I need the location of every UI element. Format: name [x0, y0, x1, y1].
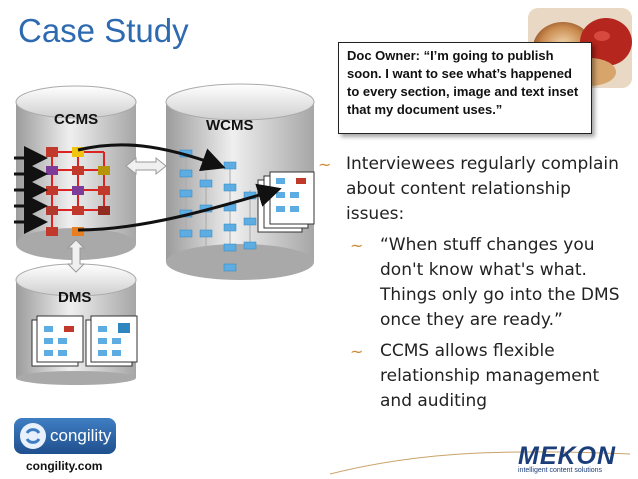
ccms-nodes [46, 147, 110, 236]
cms-diagram: CCMS WCMS DMS [14, 83, 315, 385]
mekon-logo: MEKON [518, 442, 617, 470]
bullet-glyph: ~ [350, 236, 364, 255]
slide-title: Case Study [18, 12, 189, 49]
footer-url: congility.com [26, 459, 103, 473]
sub-bullet: ~ CCMS allows flexible relationship mana… [316, 339, 626, 414]
link-arrow-top [77, 143, 226, 172]
sub-bullet-text: CCMS allows flexible relationship manage… [380, 341, 600, 411]
bullet-main-text: Interviewees regularly complain about co… [346, 154, 619, 224]
sub-bullet: ~ “When stuff changes you don't know wha… [316, 233, 626, 333]
bullet-glyph: ~ [318, 155, 332, 174]
bullet-glyph: ~ [350, 342, 364, 361]
recycle-icon [20, 423, 46, 449]
ccms-wcms-sync-arrow [125, 156, 167, 176]
ccms-label: CCMS [54, 111, 98, 128]
ccms-input-arrows [14, 146, 48, 234]
link-arrow-bottom [77, 183, 282, 232]
dms-documents [31, 315, 138, 367]
congility-logo-text: congility [50, 426, 112, 445]
wcms-label: WCMS [206, 117, 254, 134]
dms-label: DMS [58, 289, 91, 306]
bullet-list: ~ Interviewees regularly complain about … [316, 152, 626, 414]
ccms-dms-sync-arrow [66, 239, 86, 273]
quote-box: Doc Owner: “I’m going to publish soon. I… [338, 42, 592, 134]
wcms-document-stack [257, 171, 315, 233]
mekon-tagline: intelligent content solutions [518, 467, 603, 474]
wcms-cylinder [165, 83, 315, 280]
footer-swoosh [330, 451, 630, 475]
sub-bullet-text: “When stuff changes you don't know what'… [380, 235, 620, 330]
bullet-main: ~ Interviewees regularly complain about … [316, 152, 626, 227]
congility-logo: congility [14, 418, 116, 454]
